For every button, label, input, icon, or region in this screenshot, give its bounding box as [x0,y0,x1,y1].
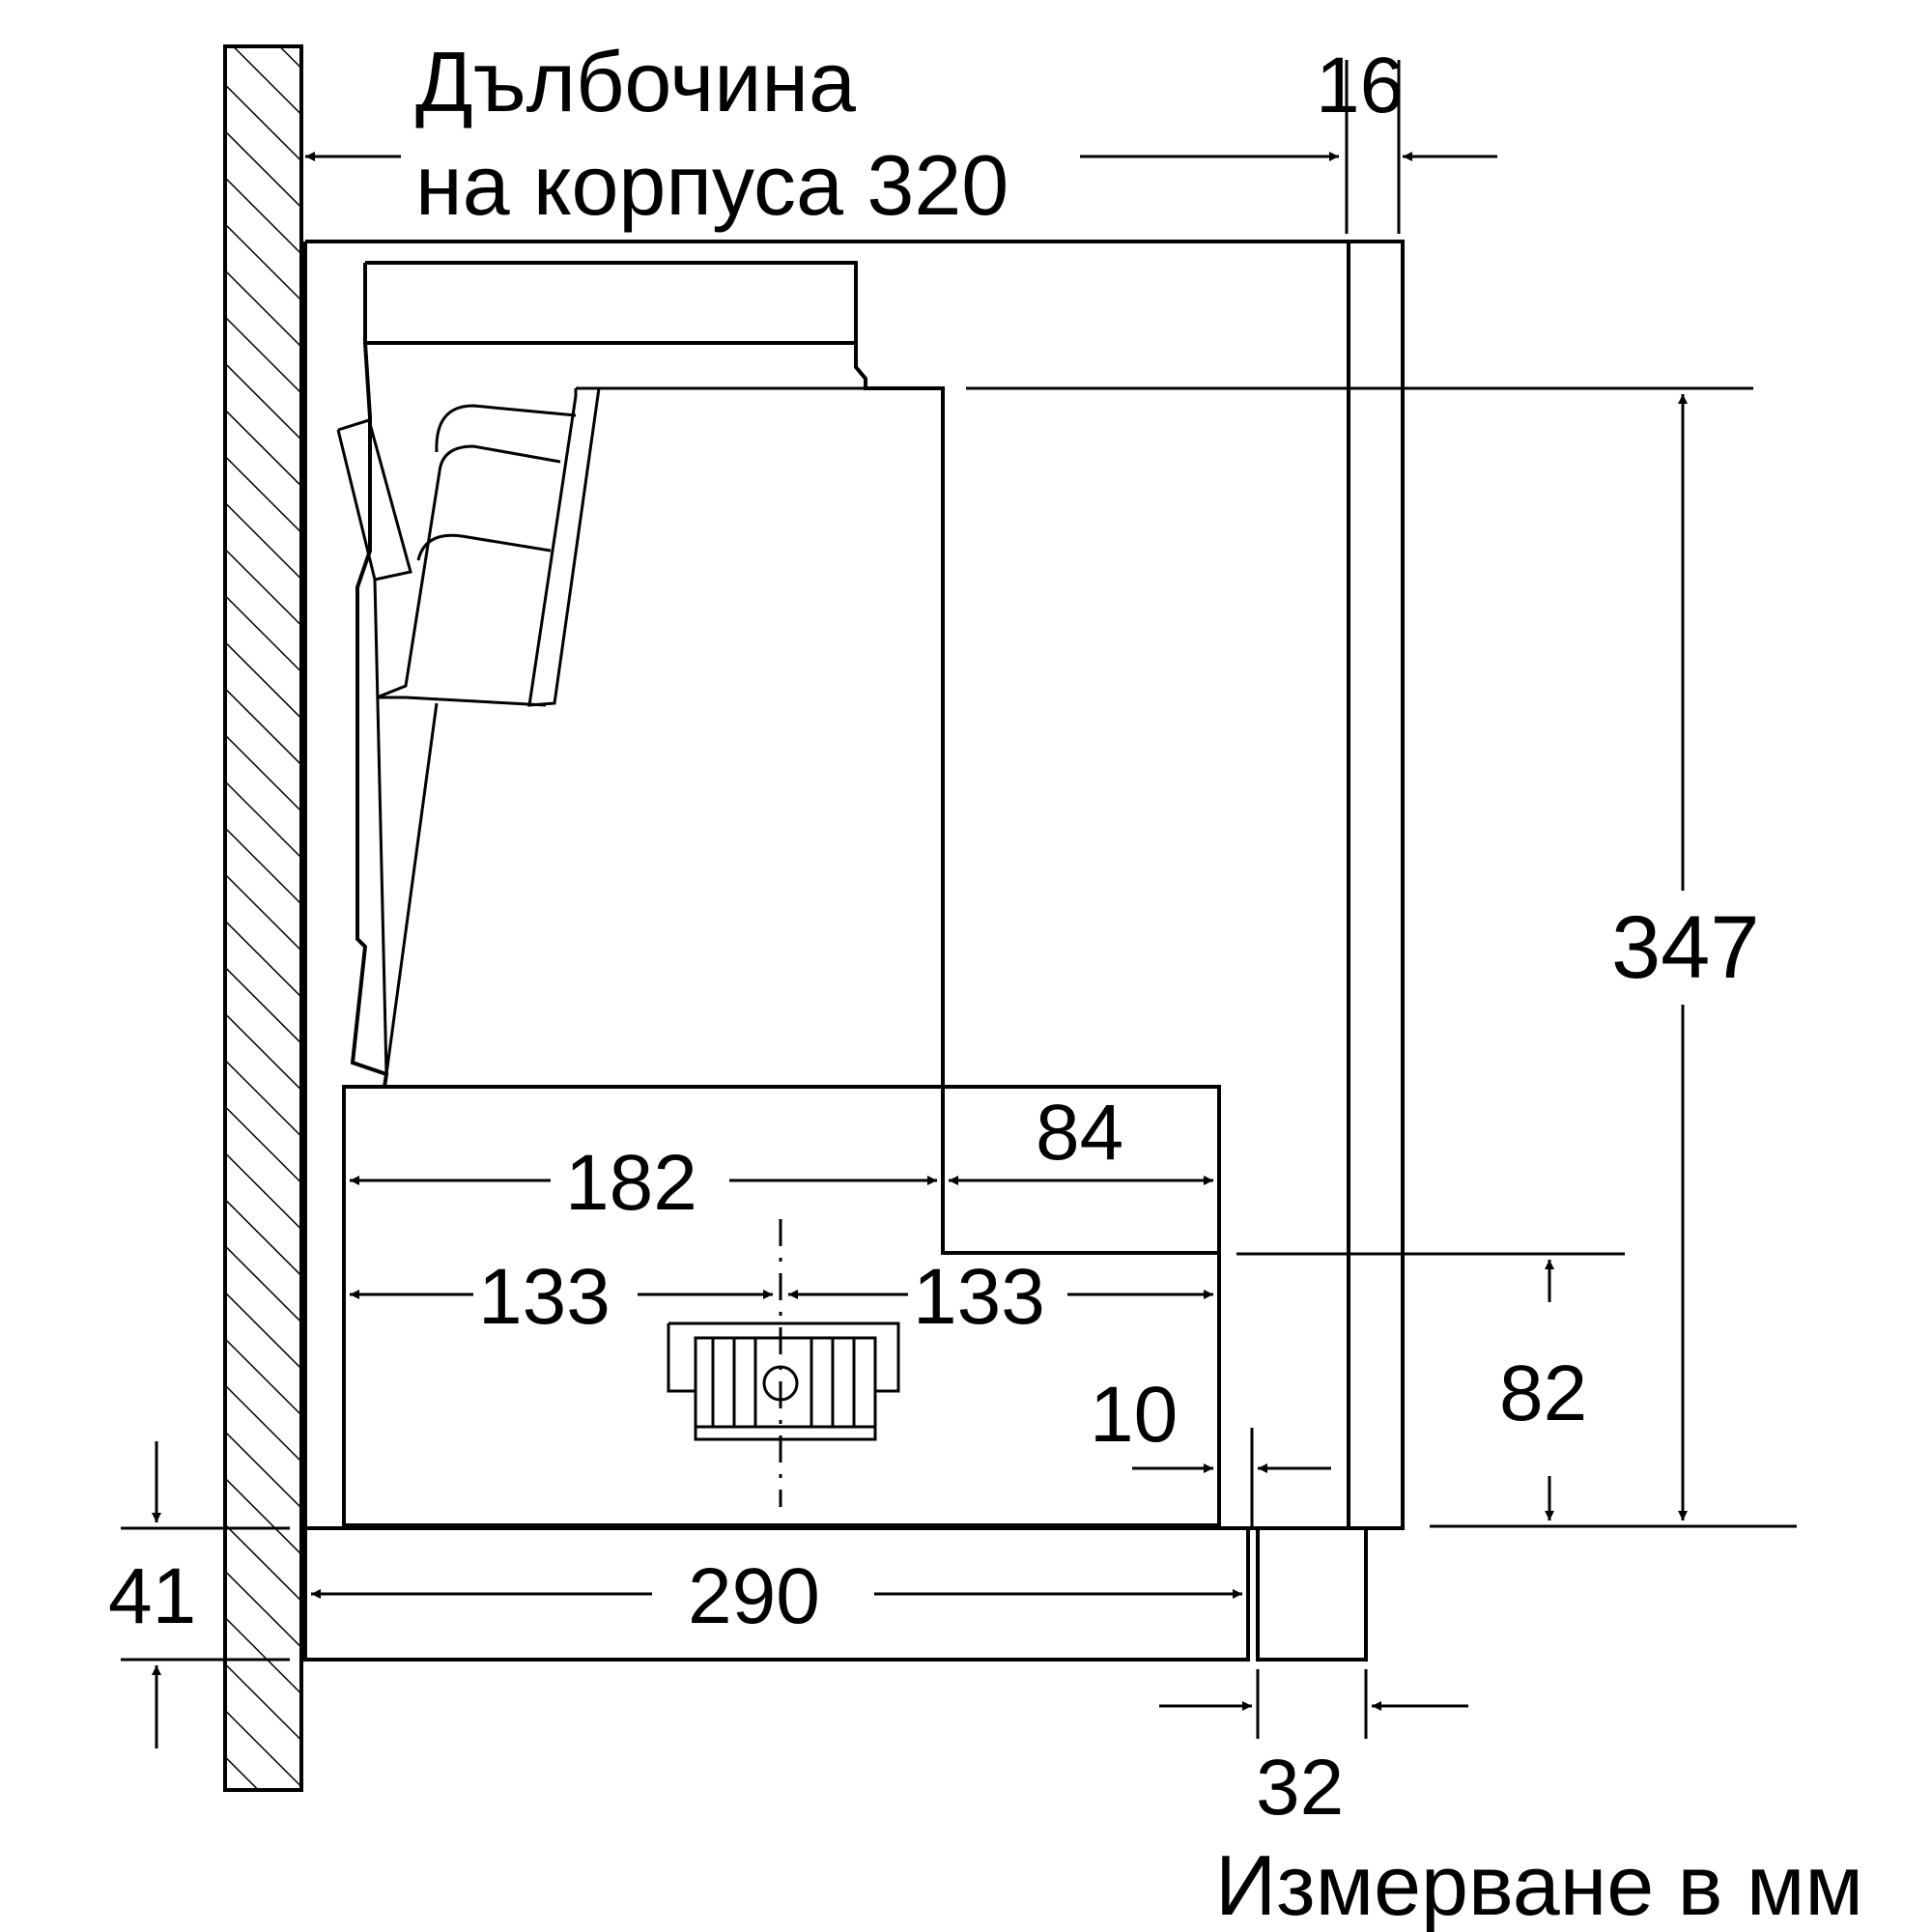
dimension-290: 290 [311,1552,1242,1640]
dimension-16: 16 [1316,42,1497,234]
hood-unit [336,261,1221,1527]
dimension-182: 182 [350,1139,937,1227]
dimension-347: 347 [966,386,1797,1528]
dim-290-label: 290 [688,1552,820,1640]
bottom-panel [303,1528,1368,1662]
cabinet-depth-dimension: Дълбочина на корпуса 320 [305,34,1339,233]
dimension-32: 32 [1159,1669,1468,1832]
units-caption: Измерване в мм [1215,1837,1863,1932]
depth-label-line2: на корпуса 320 [415,137,1009,233]
dim-182-label: 182 [565,1139,697,1227]
dim-10-label: 10 [1090,1371,1178,1459]
dimension-84: 84 [949,1089,1221,1239]
dim-32-label: 32 [1256,1744,1344,1832]
wall [223,44,303,1792]
dimension-41: 41 [108,1441,290,1748]
dim-16-label: 16 [1316,42,1404,129]
dim-82-label: 82 [1499,1350,1587,1437]
cabinet-outline [303,240,1405,1530]
dimension-82: 82 [1236,1252,1625,1520]
outlet-fitting [667,1219,900,1507]
lower-step [941,1087,1221,1525]
dim-41-label: 41 [108,1552,196,1640]
depth-label-line1: Дълбочина [415,34,856,129]
dim-133-right-label: 133 [913,1253,1045,1341]
dim-133-left-label: 133 [478,1253,611,1341]
dimension-10: 10 [1090,1371,1331,1528]
dimension-133-pair: 133 133 [350,1253,1213,1341]
dim-84-label: 84 [1036,1089,1123,1177]
dim-347-label: 347 [1611,898,1760,997]
